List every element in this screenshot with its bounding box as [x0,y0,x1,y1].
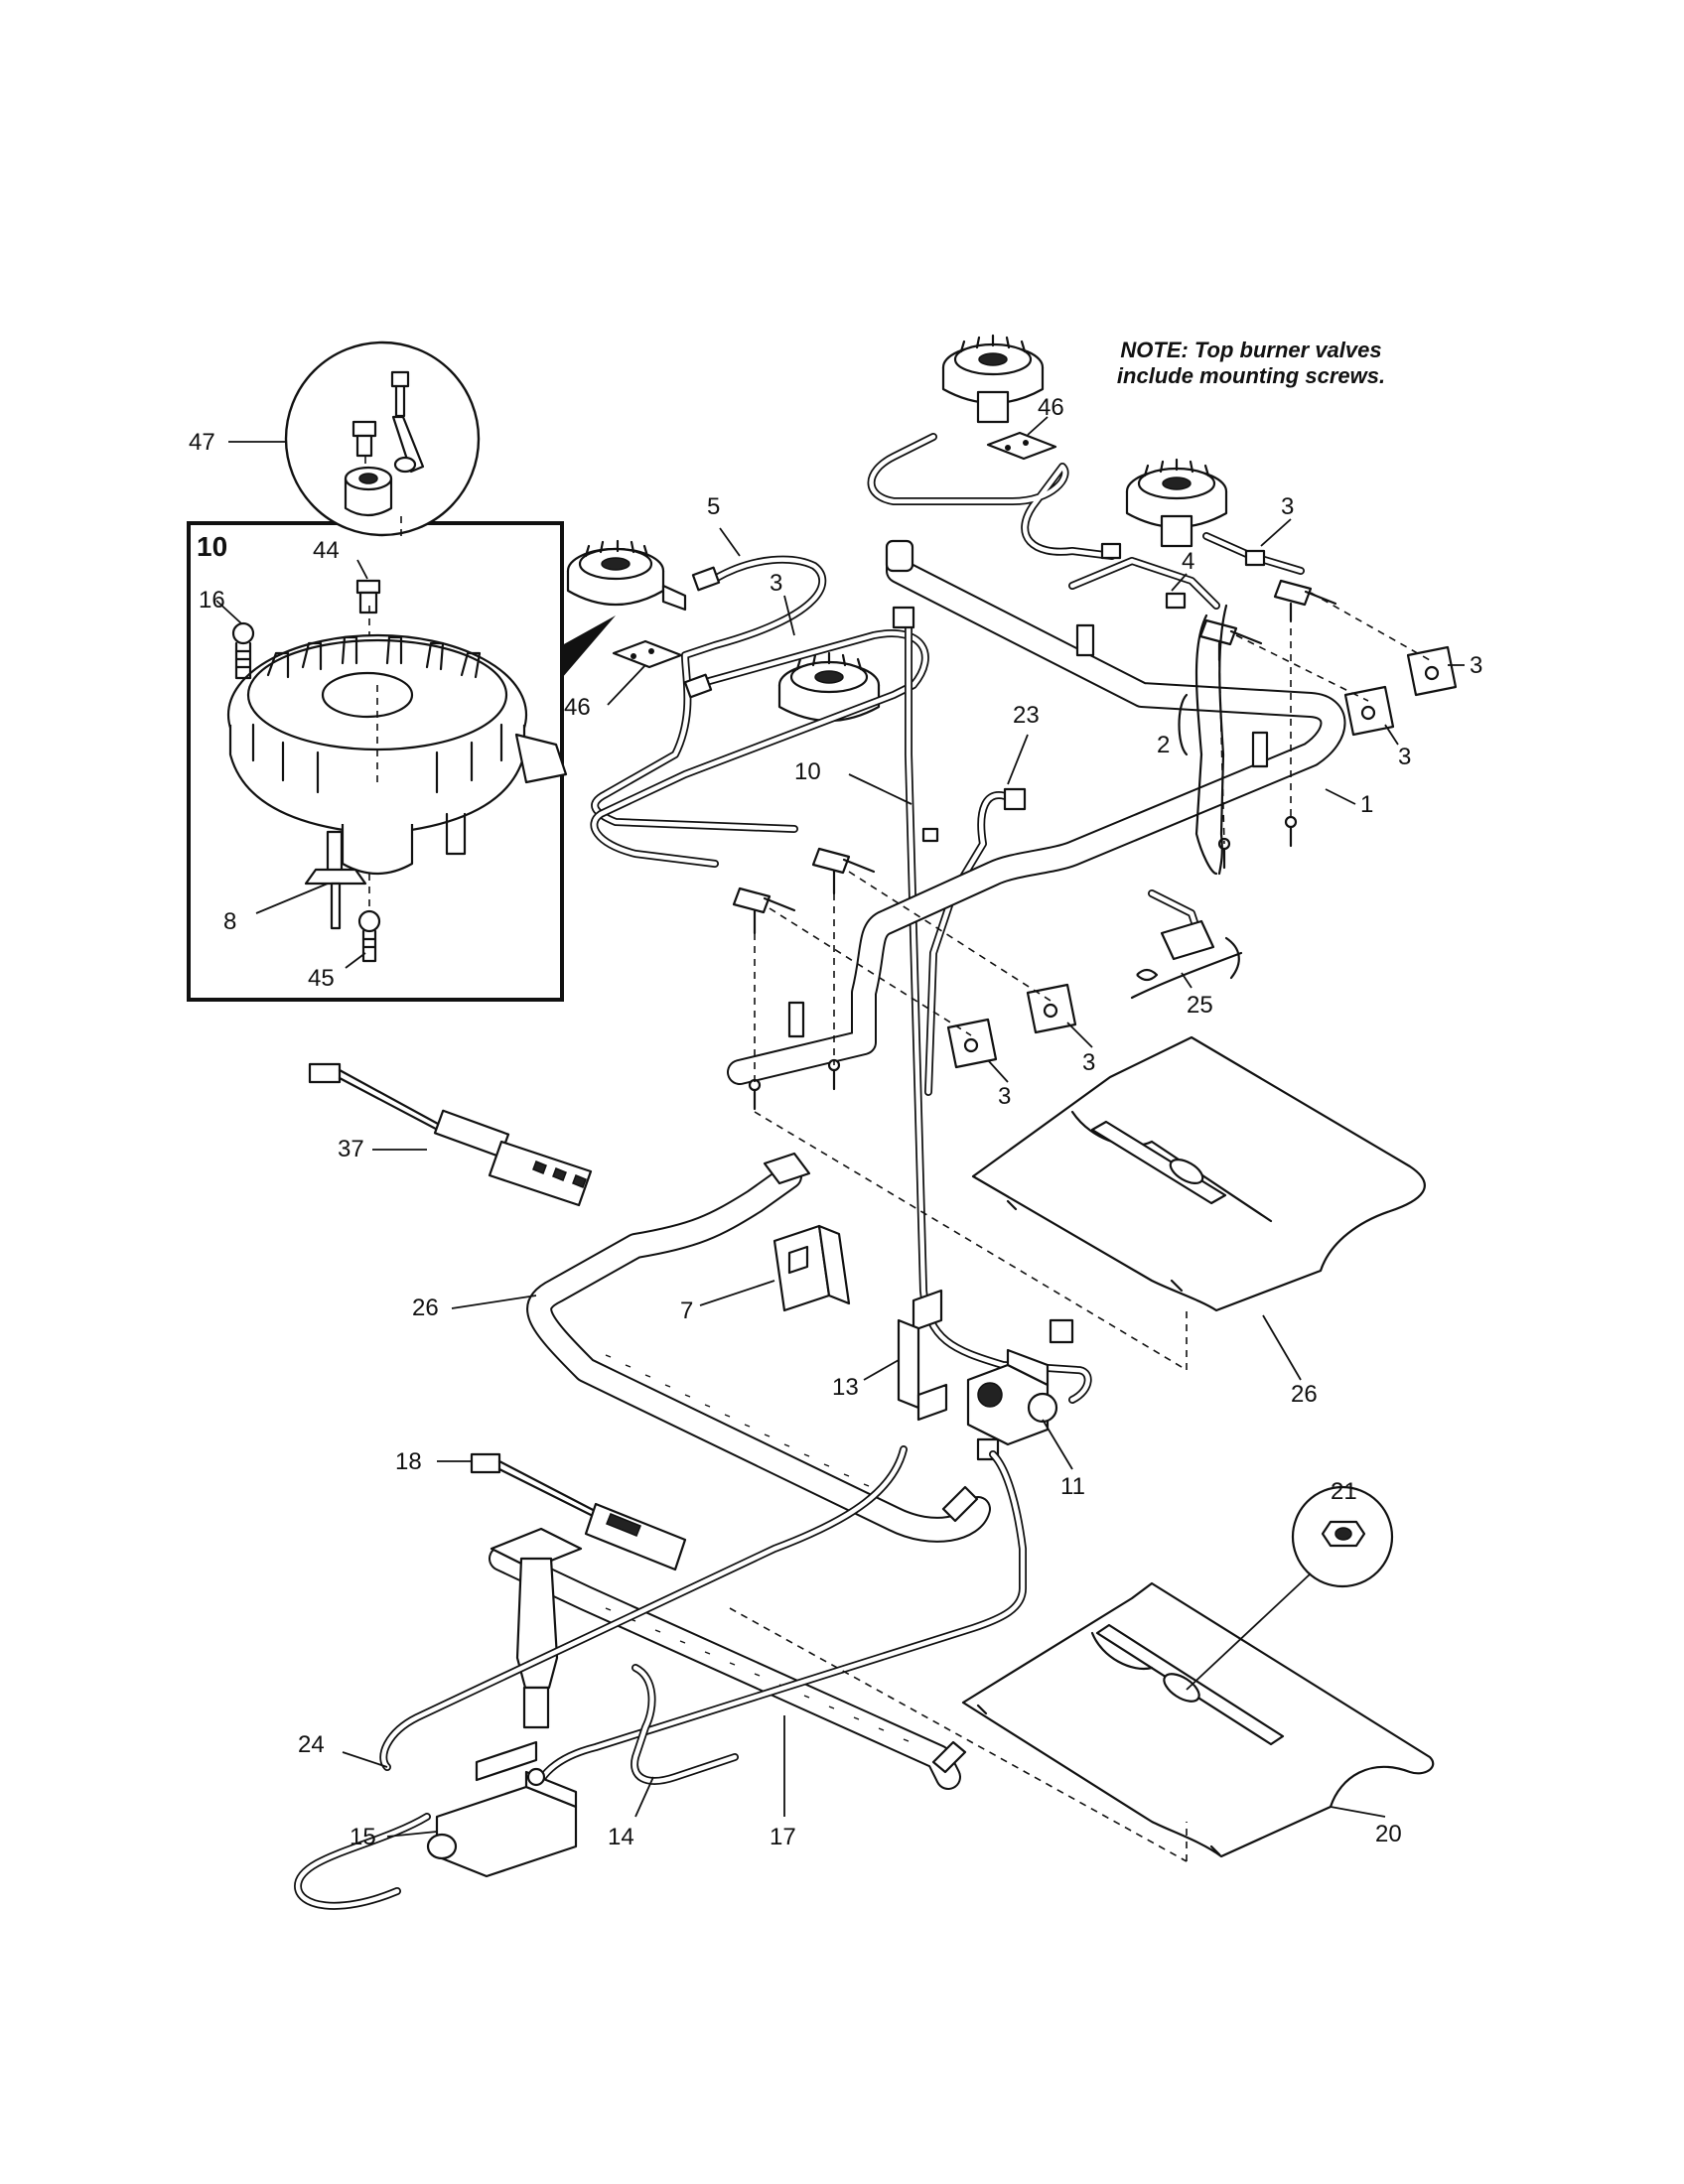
detail-circle-47: 47 [189,341,481,537]
top-burner-center [777,651,881,722]
note-line-1: NOTE: Top burner valves [1120,338,1382,362]
callout-16: 14 [608,1824,634,1850]
baffle-25: 26 26 [971,1035,1426,1408]
callout-3-c-label: 3 [1082,1049,1095,1076]
callout-7: 5 [707,493,720,520]
callout-47: 47 [189,429,215,456]
valve-17: 15 [350,1740,578,1878]
inset-pointer [562,615,616,678]
callout-44: 44 [313,537,340,564]
tube-fittings [683,542,1266,1461]
pipe-16: 14 [294,1664,739,1910]
callout-22-upper: 23 [1013,702,1040,729]
callout-6: 4 [1182,548,1194,575]
oven-burner-23: 26 [412,1152,991,1543]
callout-17: 15 [350,1824,376,1850]
callout-25-label: 26 [1291,1381,1318,1408]
inset-detail: 10 [187,521,616,1002]
callout-45: 45 [308,965,335,992]
callout-14: 11 [1060,1473,1085,1500]
screw-45 [357,909,381,963]
valve-plate-3-d [946,1018,998,1069]
callout-22-lower: 24 [298,1731,325,1758]
safety-valve-14: 11 [966,1348,1085,1500]
valve-plate-3-b [1343,685,1395,737]
bracket-15: 13 [832,1289,948,1422]
callout-13: 10 [794,758,821,785]
baffle-20: 20 [961,1581,1435,1858]
note-line-2: include mounting screws. [1116,363,1386,388]
valve-left-1 [732,887,796,935]
fitting-24: 25 [1130,889,1243,1019]
callout-46-left: 46 [564,694,591,721]
inset-number: 10 [197,531,227,562]
callout-26: 37 [338,1136,364,1162]
burner-tube-7 [591,555,827,833]
callout-24: 25 [1187,992,1213,1019]
callout-37: 16 [199,587,225,614]
valve-plate-3-c [1026,983,1077,1034]
callout-11: 8 [223,908,236,935]
screw-37 [231,621,255,680]
upper-callouts: 5 3 3 4 10 23 1 3 3 3 3 3 3 [707,493,1482,1110]
callout-3-d-label: 3 [998,1083,1011,1110]
callout-5: 3 [770,570,782,597]
note-text: NOTE: Top burner valves include mounting… [1072,338,1430,389]
valve-left-2 [811,847,876,895]
burner-tube-top [867,433,1116,560]
sensor-26: 37 [308,1062,593,1207]
valve-right-1 [1198,618,1263,662]
manifold-pipe-1 [727,539,1346,1085]
top-burner-rear-right [941,334,1045,424]
callout-3-b: 3 [1398,744,1411,770]
bracket-46-top [986,431,1057,461]
callout-2: 2 [1157,732,1170,758]
igniter-19: 18 [395,1448,687,1571]
orifice-44 [355,579,381,614]
electrode-11 [304,830,367,930]
callout-15: 13 [832,1374,859,1401]
burner-tube-6 [1068,557,1220,610]
burner-tube-22-upper [924,791,1017,1096]
callout-4: 3 [1281,493,1294,520]
callout-46-top: 46 [1038,394,1064,421]
detail-circle-21: 21 [1186,1478,1394,1691]
valve-right-2 [1273,579,1337,622]
callout-23: 26 [412,1295,439,1321]
callout-1: 1 [1360,791,1373,818]
callout-21: 21 [1331,1478,1357,1505]
venturi-tube [515,1557,559,1729]
valve-plate-3-a [1406,645,1458,697]
wire-2: 2 [1157,604,1228,876]
pipe-22-lower: 24 [298,1445,1027,1801]
bracket-46-left [612,639,683,669]
top-burner-rear-left [566,539,687,612]
callout-19: 18 [395,1448,422,1475]
callout-20: 20 [1375,1821,1402,1847]
callout-8: 7 [680,1297,693,1324]
spark-module-8: 7 [680,1224,851,1324]
top-burner-front-right [1125,458,1228,548]
callout-18: 17 [770,1824,796,1850]
callout-3-a: 3 [1470,652,1482,679]
